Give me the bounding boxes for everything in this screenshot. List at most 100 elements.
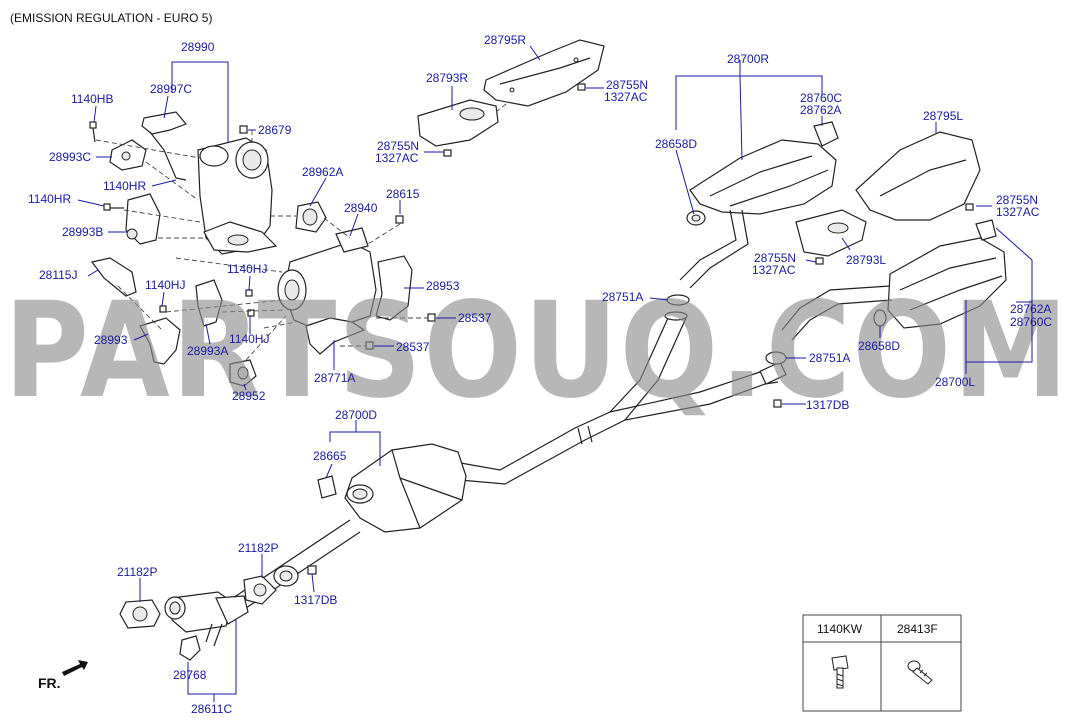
callout-1140HJ-c[interactable]: 1140HJ (229, 332, 269, 346)
assembly-line-top (495, 103, 507, 113)
nut-28755N-c[interactable] (965, 203, 974, 211)
callout-28537-b[interactable]: 28537 (396, 340, 430, 354)
callout-28795R[interactable]: 28795R (484, 33, 526, 47)
callout-1140HR-a[interactable]: 1140HR (103, 179, 146, 193)
callout-28755N-b[interactable]: 28755N (377, 139, 419, 153)
nut-1317DB-upper[interactable] (773, 399, 782, 408)
callout-1140HJ-b[interactable]: 1140HJ (145, 278, 185, 292)
callout-28952[interactable]: 28952 (232, 389, 266, 403)
callout-28679[interactable]: 28679 (258, 123, 292, 137)
gasket-21182P-right[interactable] (243, 575, 277, 605)
bolt-28537-a[interactable] (427, 313, 436, 322)
legend-col-1140KW: 1140KW (817, 622, 863, 636)
callout-28665[interactable]: 28665 (313, 449, 347, 463)
leader-lines (77, 45, 1033, 702)
callout-21182P-b[interactable]: 21182P (238, 541, 278, 555)
callout-28755N-a[interactable]: 28755N (606, 78, 648, 92)
callout-1327AC-b[interactable]: 1327AC (375, 151, 419, 165)
rear-muffler-left-28700L[interactable] (781, 237, 1007, 341)
center-muffler[interactable] (344, 443, 467, 533)
callout-28700D[interactable]: 28700D (335, 408, 377, 422)
fastener-legend-table: 1140KW 28413F (802, 614, 962, 712)
nut-28615[interactable] (395, 215, 404, 224)
callout-28997C[interactable]: 28997C (150, 82, 192, 96)
callout-28962A[interactable]: 28962A (302, 165, 343, 179)
bolt-1140HJ-a[interactable] (159, 305, 167, 313)
callout-28762A-a[interactable]: 28762A (800, 103, 841, 117)
heat-shield-28953[interactable] (375, 255, 413, 321)
callout-28751A-a[interactable]: 28751A (602, 290, 643, 304)
callout-28768[interactable]: 28768 (173, 668, 207, 682)
callout-28615[interactable]: 28615 (386, 187, 420, 201)
bolt-1140HJ-c[interactable] (247, 309, 255, 317)
gasket-28952[interactable] (229, 359, 257, 387)
watermark: PARTSOUQ.COM (4, 274, 1070, 428)
callout-28993[interactable]: 28993 (94, 333, 128, 347)
flange-gasket[interactable] (273, 565, 299, 587)
callout-1327AC-d[interactable]: 1327AC (752, 263, 796, 277)
callout-1140HJ-a[interactable]: 1140HJ (227, 262, 267, 276)
callout-28953[interactable]: 28953 (426, 279, 460, 293)
dpf-28940[interactable] (277, 227, 377, 333)
heat-shield-28793R[interactable] (417, 99, 499, 147)
callout-21182P-a[interactable]: 21182P (117, 565, 157, 579)
hanger-28762A-right[interactable] (975, 219, 997, 241)
callout-28771A[interactable]: 28771A (314, 371, 355, 385)
bracket-28993B[interactable] (125, 193, 161, 245)
callout-28611C[interactable]: 28611C (191, 702, 232, 716)
hanger-28665[interactable] (317, 475, 337, 499)
callout-1317DB-a[interactable]: 1317DB (806, 398, 849, 412)
bracket-28997C[interactable] (141, 111, 188, 181)
callout-28793L[interactable]: 28793L (846, 253, 886, 267)
hanger-28768[interactable] (179, 635, 201, 661)
front-pipe[interactable] (164, 519, 361, 647)
callout-28762A-b[interactable]: 28762A (1010, 302, 1051, 316)
heat-shield-28793L[interactable] (795, 209, 867, 257)
bracket-28993[interactable] (139, 317, 181, 365)
bracket-28771A[interactable] (305, 317, 366, 355)
callout-28795L[interactable]: 28795L (923, 109, 963, 123)
heat-shield-28795R[interactable] (483, 39, 605, 107)
callout-28658D-a[interactable]: 28658D (655, 137, 697, 151)
hanger-28760C-right[interactable] (813, 121, 839, 147)
bolt-28537-b[interactable] (365, 341, 374, 350)
bracket-28115J[interactable] (90, 257, 137, 297)
bracket-28993C[interactable] (109, 139, 147, 171)
callout-1327AC-a[interactable]: 1327AC (604, 90, 648, 104)
gasket-21182P-left[interactable] (119, 599, 161, 629)
catalytic-converter-28990[interactable] (197, 137, 278, 255)
callout-28793R[interactable]: 28793R (426, 71, 468, 85)
callout-1140HB[interactable]: 1140HB (71, 92, 113, 106)
nut-28755N-b[interactable] (443, 149, 452, 157)
callout-28993C[interactable]: 28993C (49, 150, 91, 164)
callout-28700L[interactable]: 28700L (935, 375, 975, 389)
callout-28700R[interactable]: 28700R (727, 52, 769, 66)
callout-28760C-a[interactable]: 28760C (800, 91, 842, 105)
callout-28115J[interactable]: 28115J (39, 268, 77, 282)
callout-1140HR-b[interactable]: 1140HR (28, 192, 71, 206)
callout-28755N-c[interactable]: 28755N (996, 193, 1038, 207)
callout-28990[interactable]: 28990 (181, 40, 215, 54)
callout-28760C-b[interactable]: 28760C (1010, 315, 1052, 329)
arrow-icon (62, 660, 88, 676)
callout-28993A[interactable]: 28993A (187, 344, 228, 358)
main-exhaust-pipe[interactable] (454, 311, 787, 485)
callout-28940[interactable]: 28940 (344, 201, 378, 215)
callout-28751A-b[interactable]: 28751A (809, 351, 850, 365)
bolt-1140HR-left[interactable] (103, 203, 124, 211)
callout-28537-a[interactable]: 28537 (458, 311, 492, 325)
heat-shield-28795L[interactable] (855, 131, 981, 221)
gasket-28962A[interactable] (295, 201, 327, 233)
nut-28755N-a[interactable] (577, 83, 586, 91)
callout-1317DB-b[interactable]: 1317DB (294, 593, 337, 607)
nut-1317DB-lower[interactable] (307, 565, 317, 575)
rear-muffler-right-28700R[interactable] (679, 139, 837, 289)
callout-28658D-b[interactable]: 28658D (858, 339, 900, 353)
callout-28755N-d[interactable]: 28755N (754, 251, 796, 265)
callout-28993B[interactable]: 28993B (62, 225, 103, 239)
nut-28755N-d[interactable] (815, 257, 824, 265)
bracket-28993A[interactable] (195, 279, 223, 327)
callout-1327AC-c[interactable]: 1327AC (996, 205, 1040, 219)
bolt-28679[interactable] (239, 125, 248, 134)
bolt-1140HB[interactable] (89, 121, 97, 143)
